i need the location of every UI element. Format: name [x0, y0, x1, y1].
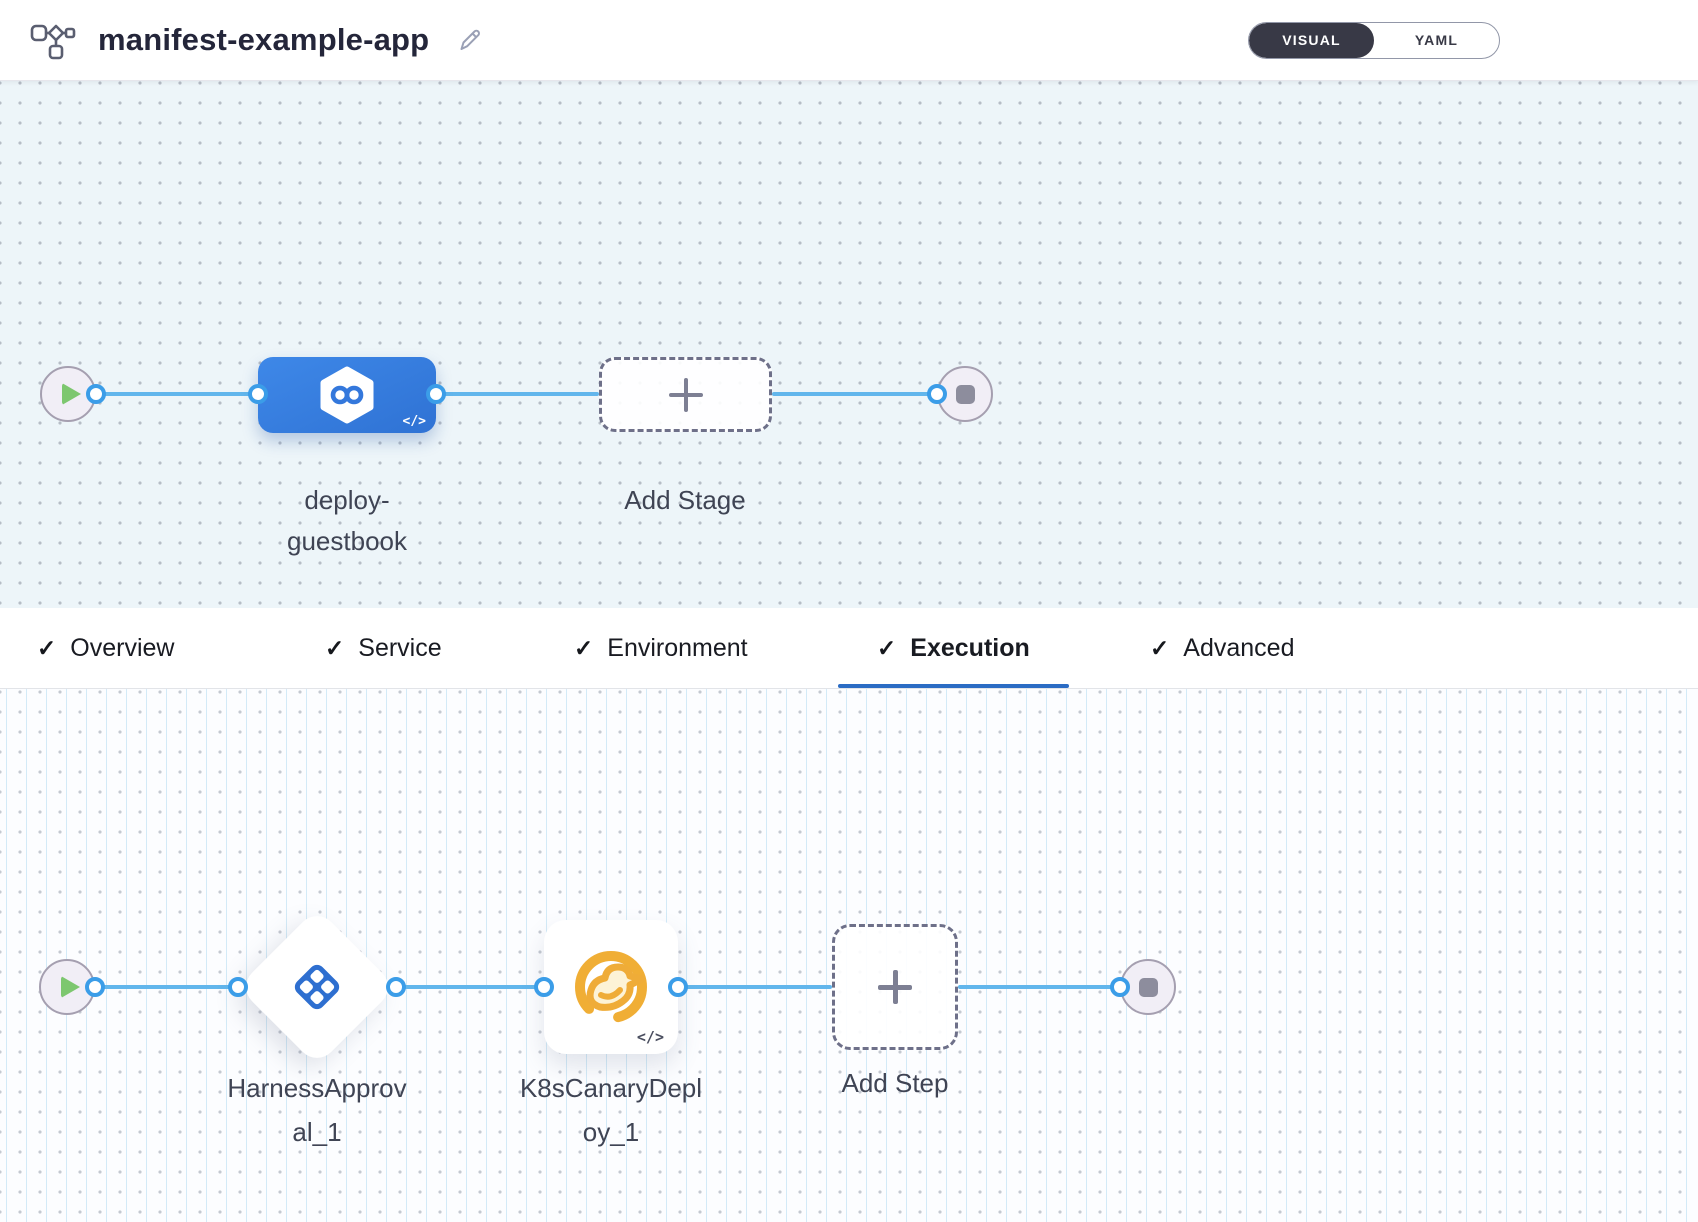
connector-port[interactable] [668, 977, 688, 997]
tab-environment[interactable]: ✓ Environment [574, 608, 748, 688]
view-toggle: VISUAL YAML [1248, 21, 1500, 59]
header: manifest-example-app VISUAL YAML [0, 0, 1698, 81]
page-title: manifest-example-app [98, 22, 430, 57]
harness-approval-icon [294, 964, 340, 1010]
connector-line [95, 985, 238, 989]
add-stage-button[interactable] [599, 357, 772, 432]
connector-port[interactable] [86, 384, 106, 404]
stop-icon [1138, 977, 1158, 997]
connector-line [96, 392, 258, 396]
stage-config-tabs: ✓ Overview ✓ Service ✓ Environment ✓ Exe… [0, 608, 1698, 689]
stage-node-deploy-guestbook[interactable]: </> [258, 357, 436, 433]
stage-canvas[interactable]: </> deploy-guestbook Add Stage [0, 81, 1698, 608]
connector-line [772, 392, 937, 396]
add-stage-label: Add Stage [624, 485, 746, 515]
plus-icon [878, 970, 912, 1004]
connector-port[interactable] [248, 384, 268, 404]
execution-canvas[interactable]: </> HarnessApproval_1 K8sCanaryDeploy_1 … [0, 688, 1698, 1222]
tab-advanced[interactable]: ✓ Advanced [1150, 608, 1294, 688]
connector-line [958, 985, 1120, 989]
step-node-harness-approval[interactable] [237, 907, 397, 1067]
connector-port[interactable] [426, 384, 446, 404]
check-icon: ✓ [574, 634, 594, 661]
connector-port[interactable] [534, 977, 554, 997]
tab-label: Execution [910, 633, 1030, 662]
step-name-label: K8sCanaryDeploy_1 [519, 1073, 703, 1147]
connector-port[interactable] [85, 977, 105, 997]
check-icon: ✓ [877, 634, 897, 661]
play-icon [60, 976, 80, 998]
tab-execution[interactable]: ✓ Execution [838, 608, 1069, 688]
check-icon: ✓ [325, 634, 345, 661]
pipeline-icon [30, 24, 76, 60]
connector-line [678, 985, 832, 989]
tab-label: Environment [607, 633, 748, 662]
tab-label: Overview [70, 633, 175, 662]
connector-port[interactable] [228, 977, 248, 997]
check-icon: ✓ [37, 634, 57, 661]
connector-port[interactable] [927, 384, 947, 404]
plus-icon [668, 377, 703, 412]
stage-code-badge: </> [402, 414, 426, 429]
toggle-yaml[interactable]: YAML [1414, 32, 1459, 48]
play-icon [61, 383, 81, 405]
tab-label: Service [358, 633, 442, 662]
stage-name-label: deploy-guestbook [287, 485, 407, 556]
step-name-label: HarnessApproval_1 [227, 1073, 407, 1147]
add-step-button[interactable] [832, 924, 958, 1050]
canary-deploy-icon [575, 951, 647, 1023]
stop-icon [955, 384, 975, 404]
check-icon: ✓ [1150, 634, 1170, 661]
tab-service[interactable]: ✓ Service [325, 608, 442, 688]
tab-label: Advanced [1183, 633, 1295, 662]
add-step-label: Add Step [841, 1068, 949, 1098]
step-code-badge: </> [636, 1028, 664, 1046]
toggle-visual[interactable]: VISUAL [1249, 22, 1374, 58]
connector-port[interactable] [1110, 977, 1130, 997]
connector-line [396, 985, 544, 989]
deployment-stage-icon [320, 366, 374, 424]
tab-overview[interactable]: ✓ Overview [37, 608, 174, 688]
step-node-k8s-canary-deploy[interactable]: </> [544, 920, 678, 1054]
connector-port[interactable] [386, 977, 406, 997]
edit-pencil-icon[interactable] [455, 25, 485, 55]
connector-line [436, 392, 599, 396]
